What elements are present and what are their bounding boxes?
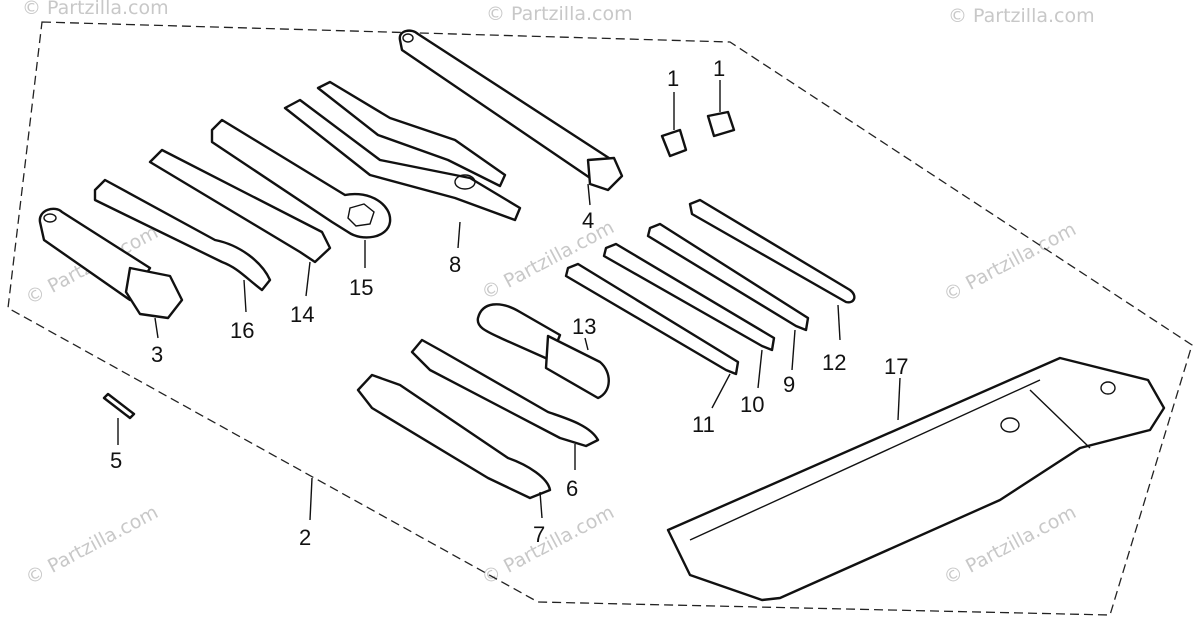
- callout-3: 3: [151, 342, 163, 367]
- callout-17: 17: [884, 354, 908, 379]
- plug-wrench: [38, 207, 184, 320]
- open-end-wrench-large: [356, 373, 552, 500]
- callout-6: 6: [566, 476, 578, 501]
- callouts: 1 1 2 3 4 5 6 7 8 9 10 11 12 13 14 15 16…: [110, 56, 908, 550]
- screwdriver-shaft-11: [564, 262, 740, 376]
- open-end-wrench-small: [410, 338, 600, 448]
- pin-spanner: [93, 178, 272, 292]
- rubber-plugs: [660, 110, 736, 158]
- flat-bar: [148, 148, 332, 264]
- callout-15: 15: [349, 275, 373, 300]
- callout-12: 12: [822, 350, 846, 375]
- callout-10: 10: [740, 392, 764, 417]
- callout-1b: 1: [713, 56, 725, 81]
- screwdriver-handle: [476, 303, 610, 400]
- watermark: © Partzilla.com: [486, 3, 633, 25]
- callout-2: 2: [299, 525, 311, 550]
- kit-boundary-outline: [7, 21, 1193, 616]
- callout-9: 9: [783, 372, 795, 397]
- callout-1a: 1: [667, 66, 679, 91]
- socket-handle: [398, 29, 624, 192]
- watermark: © Partzilla.com: [940, 218, 1080, 306]
- callout-11: 11: [692, 412, 715, 437]
- watermark: © Partzilla.com: [22, 0, 169, 19]
- watermark: © Partzilla.com: [948, 5, 1095, 27]
- callout-14: 14: [290, 302, 314, 327]
- callout-13: 13: [572, 314, 596, 339]
- callout-4: 4: [582, 208, 594, 233]
- screwdriver-shaft-9: [646, 222, 810, 332]
- screwdriver-shaft-10: [602, 242, 776, 352]
- flat-blade: [688, 198, 856, 304]
- leader-lines: [117, 80, 901, 521]
- tool-bag: [666, 356, 1166, 602]
- callout-5: 5: [110, 448, 122, 473]
- callout-7: 7: [533, 522, 545, 547]
- callout-16: 16: [230, 318, 254, 343]
- callout-8: 8: [449, 252, 461, 277]
- pliers: [283, 80, 522, 222]
- watermark: © Partzilla.com: [478, 501, 618, 589]
- cotter-pin: [102, 392, 136, 420]
- box-wrench: [210, 118, 392, 239]
- watermark: © Partzilla.com: [22, 501, 162, 589]
